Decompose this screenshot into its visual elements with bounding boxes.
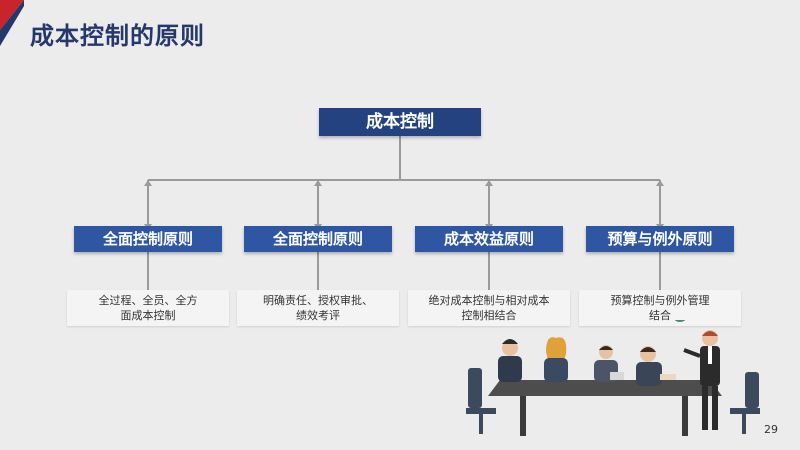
principle-desc-4-line2: 结合 bbox=[649, 309, 671, 322]
principle-desc-1: 全过程、全员、全方 面成本控制 bbox=[67, 290, 229, 326]
principle-node-3: 成本效益原则 bbox=[415, 226, 563, 252]
principle-desc-4-line1: 预算控制与例外管理 bbox=[610, 294, 710, 307]
principle-node-4: 预算与例外原则 bbox=[586, 226, 734, 252]
principle-node-1: 全面控制原则 bbox=[74, 226, 222, 252]
principle-desc-3: 绝对成本控制与相对成本 控制相结合 bbox=[408, 290, 570, 326]
principle-desc-4: 预算控制与例外管理 结合 bbox=[579, 290, 741, 326]
principle-desc-3-line1: 绝对成本控制与相对成本 bbox=[428, 294, 550, 307]
corner-logo-icon bbox=[0, 0, 24, 46]
principle-desc-2: 明确责任、授权审批、 绩效考评 bbox=[237, 290, 399, 326]
principle-desc-2-line1: 明确责任、授权审批、 bbox=[263, 294, 373, 307]
principle-desc-1-line2: 面成本控制 bbox=[120, 309, 176, 322]
page-number: 29 bbox=[764, 423, 778, 436]
principle-desc-1-line1: 全过程、全员、全方 bbox=[98, 294, 198, 307]
principle-desc-3-line2: 控制相结合 bbox=[461, 309, 517, 322]
root-node: 成本控制 bbox=[319, 108, 481, 136]
principle-desc-2-line2: 绩效考评 bbox=[296, 309, 340, 322]
page-title: 成本控制的原则 bbox=[30, 22, 205, 50]
principle-node-2: 全面控制原则 bbox=[244, 226, 392, 252]
meeting-illustration-icon bbox=[466, 320, 760, 436]
